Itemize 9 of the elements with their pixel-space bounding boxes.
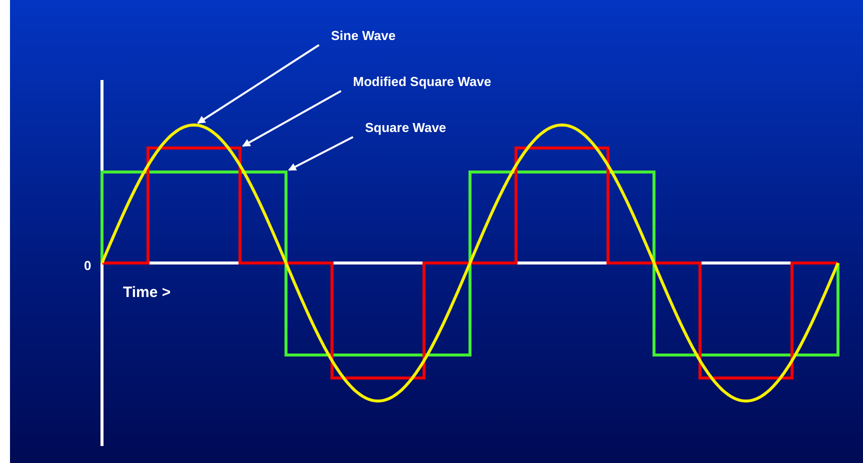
sine-wave — [100, 124, 840, 402]
zero-label: 0 — [84, 258, 92, 273]
leader-line — [197, 44, 320, 124]
wave-label: Square Wave — [365, 120, 446, 135]
leader-line — [242, 90, 342, 147]
leader-line — [288, 136, 354, 171]
axis-label: Time > — [123, 284, 171, 301]
wave-label: Modified Square Wave — [353, 74, 492, 89]
wave-label: Sine Wave — [331, 28, 396, 43]
